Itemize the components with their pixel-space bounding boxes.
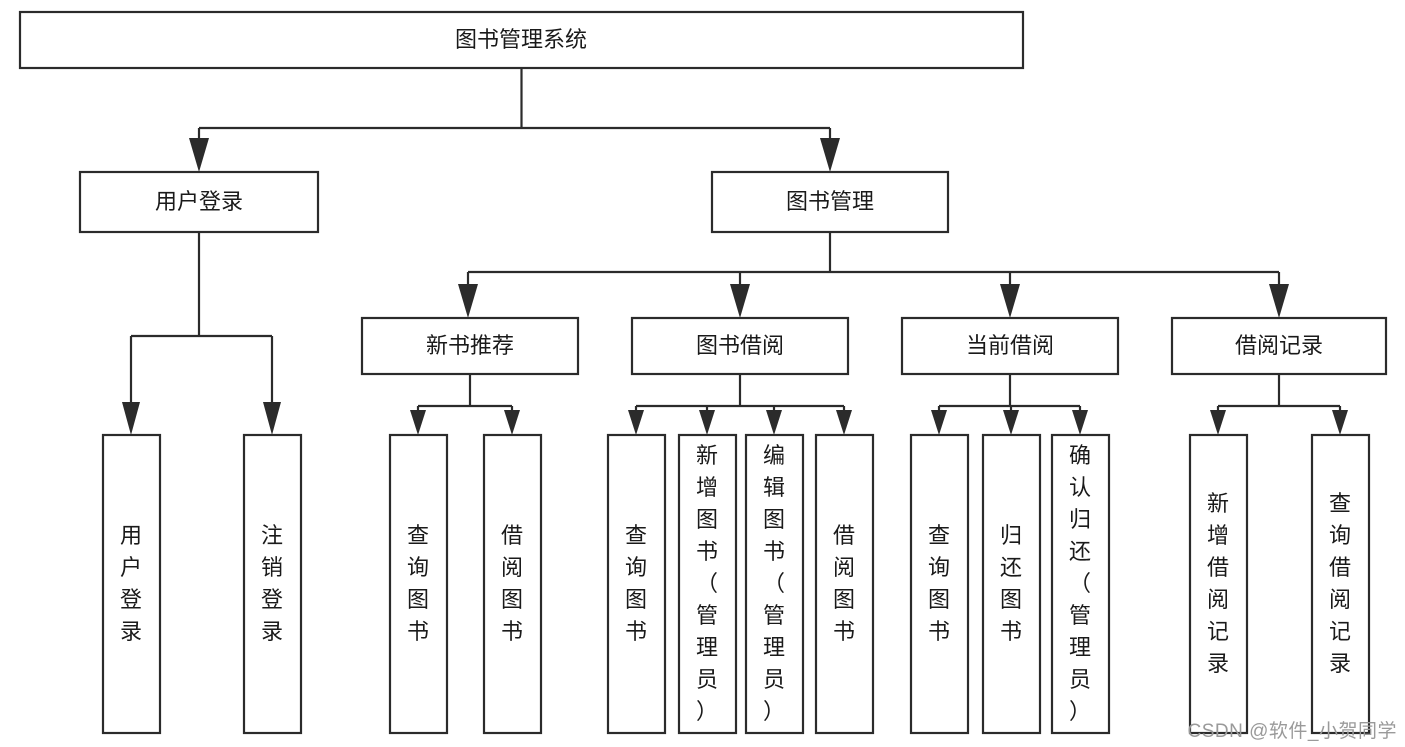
- node-leaf-return-book[interactable]: 归还图书: [981, 433, 1042, 735]
- connector-group-book-manage: [458, 232, 1289, 318]
- node-book-manage-box[interactable]: [710, 170, 950, 234]
- connector-group-book-borrow: [628, 374, 852, 435]
- node-leaf-query-record-label: 查询借阅记录: [1329, 491, 1351, 676]
- node-leaf-query-book-1[interactable]: 查询图书: [388, 433, 449, 735]
- node-borrow-record-label: 借阅记录: [1235, 333, 1323, 358]
- node-book-manage[interactable]: 图书管理: [710, 170, 950, 234]
- node-leaf-confirm-return-label: 确认归还（管理员）: [1069, 443, 1091, 724]
- node-user-login-label: 用户登录: [155, 189, 243, 214]
- node-leaf-borrow-book-2[interactable]: 借阅图书: [814, 433, 875, 735]
- node-leaf-logout-box[interactable]: [242, 433, 303, 735]
- node-leaf-borrow-book-1-label: 借阅图书: [501, 523, 523, 644]
- node-leaf-add-record[interactable]: 新增借阅记录: [1188, 433, 1249, 735]
- arrow-head-user-login: [189, 138, 209, 172]
- node-leaf-return-book-label: 归还图书: [1000, 523, 1022, 644]
- arrow-head-leaf-query-record: [1332, 410, 1348, 435]
- node-new-book-recommend[interactable]: 新书推荐: [360, 316, 580, 376]
- node-leaf-return-book-box[interactable]: [981, 433, 1042, 735]
- connector-group-borrow-record: [1210, 374, 1348, 435]
- arrow-head-current-borrow: [1000, 284, 1020, 318]
- node-borrow-record[interactable]: 借阅记录: [1170, 316, 1388, 376]
- node-leaf-logout-label: 注销登录: [261, 523, 283, 644]
- arrow-head-leaf-borrow-book-1: [504, 410, 520, 435]
- arrow-head-leaf-confirm-return: [1072, 410, 1088, 435]
- arrow-head-leaf-add-record: [1210, 410, 1226, 435]
- node-leaf-borrow-book-2-label: 借阅图书: [833, 523, 855, 644]
- arrow-head-leaf-logout: [263, 402, 281, 435]
- arrow-head-new-book-recommend: [458, 284, 478, 318]
- node-current-borrow-label: 当前借阅: [966, 333, 1054, 358]
- node-leaf-confirm-return[interactable]: 确认归还（管理员）: [1050, 433, 1111, 735]
- node-user-login[interactable]: 用户登录: [78, 170, 320, 234]
- node-root-label: 图书管理系统: [455, 27, 587, 52]
- node-leaf-add-record-box[interactable]: [1188, 433, 1249, 735]
- connector-group-current-borrow: [931, 374, 1088, 435]
- node-leaf-borrow-book-1-box[interactable]: [482, 433, 543, 735]
- node-leaf-confirm-return-box[interactable]: [1050, 433, 1111, 735]
- node-book-borrow-label: 图书借阅: [696, 333, 784, 358]
- node-leaf-borrow-book-1[interactable]: 借阅图书: [482, 433, 543, 735]
- node-leaf-query-book-1-label: 查询图书: [407, 523, 429, 644]
- node-leaf-query-book-2-label: 查询图书: [625, 523, 647, 644]
- connector-group-new-book-recommend: [410, 374, 520, 435]
- arrow-head-leaf-query-book-3: [931, 410, 947, 435]
- node-book-borrow[interactable]: 图书借阅: [630, 316, 850, 376]
- node-leaf-query-record-box[interactable]: [1310, 433, 1371, 735]
- node-root-box[interactable]: [18, 10, 1025, 70]
- node-leaf-query-book-3-label: 查询图书: [928, 523, 950, 644]
- node-leaf-query-book-2[interactable]: 查询图书: [606, 433, 667, 735]
- node-leaf-borrow-book-2-box[interactable]: [814, 433, 875, 735]
- arrow-head-leaf-add-book: [699, 410, 715, 435]
- arrow-head-leaf-user-login: [122, 402, 140, 435]
- node-leaf-edit-book-label: 编辑图书（管理员）: [763, 443, 785, 724]
- node-leaf-edit-book[interactable]: 编辑图书（管理员）: [744, 433, 805, 735]
- node-leaf-add-book-label: 新增图书（管理员）: [696, 443, 718, 724]
- connector-group-root: [189, 68, 840, 172]
- node-leaf-add-book-box[interactable]: [677, 433, 738, 735]
- node-leaf-user-login-label: 用户登录: [120, 523, 142, 644]
- node-leaf-add-book[interactable]: 新增图书（管理员）: [677, 433, 738, 735]
- arrow-head-borrow-record: [1269, 284, 1289, 318]
- connector-group-user-login: [122, 232, 281, 435]
- arrow-head-book-manage: [820, 138, 840, 172]
- node-new-book-recommend-box[interactable]: [360, 316, 580, 376]
- node-leaf-query-record[interactable]: 查询借阅记录: [1310, 433, 1371, 735]
- arrow-head-leaf-query-book-2: [628, 410, 644, 435]
- node-leaf-user-login-box[interactable]: [101, 433, 162, 735]
- arrow-head-book-borrow: [730, 284, 750, 318]
- node-root[interactable]: 图书管理系统: [18, 10, 1025, 70]
- node-borrow-record-box[interactable]: [1170, 316, 1388, 376]
- node-new-book-recommend-label: 新书推荐: [426, 333, 514, 358]
- node-leaf-query-book-3-box[interactable]: [909, 433, 970, 735]
- node-leaf-query-book-2-box[interactable]: [606, 433, 667, 735]
- node-leaf-query-book-3[interactable]: 查询图书: [909, 433, 970, 735]
- arrow-head-leaf-borrow-book-2: [836, 410, 852, 435]
- node-leaf-edit-book-box[interactable]: [744, 433, 805, 735]
- node-leaf-user-login[interactable]: 用户登录: [101, 433, 162, 735]
- node-leaf-logout[interactable]: 注销登录: [242, 433, 303, 735]
- node-book-borrow-box[interactable]: [630, 316, 850, 376]
- node-book-manage-label: 图书管理: [786, 189, 874, 214]
- arrow-head-leaf-query-book-1: [410, 410, 426, 435]
- arrow-head-leaf-return-book: [1003, 410, 1019, 435]
- node-leaf-query-book-1-box[interactable]: [388, 433, 449, 735]
- arrow-head-leaf-edit-book: [766, 410, 782, 435]
- node-current-borrow[interactable]: 当前借阅: [900, 316, 1120, 376]
- node-user-login-box[interactable]: [78, 170, 320, 234]
- node-leaf-add-record-label: 新增借阅记录: [1207, 491, 1229, 676]
- node-current-borrow-box[interactable]: [900, 316, 1120, 376]
